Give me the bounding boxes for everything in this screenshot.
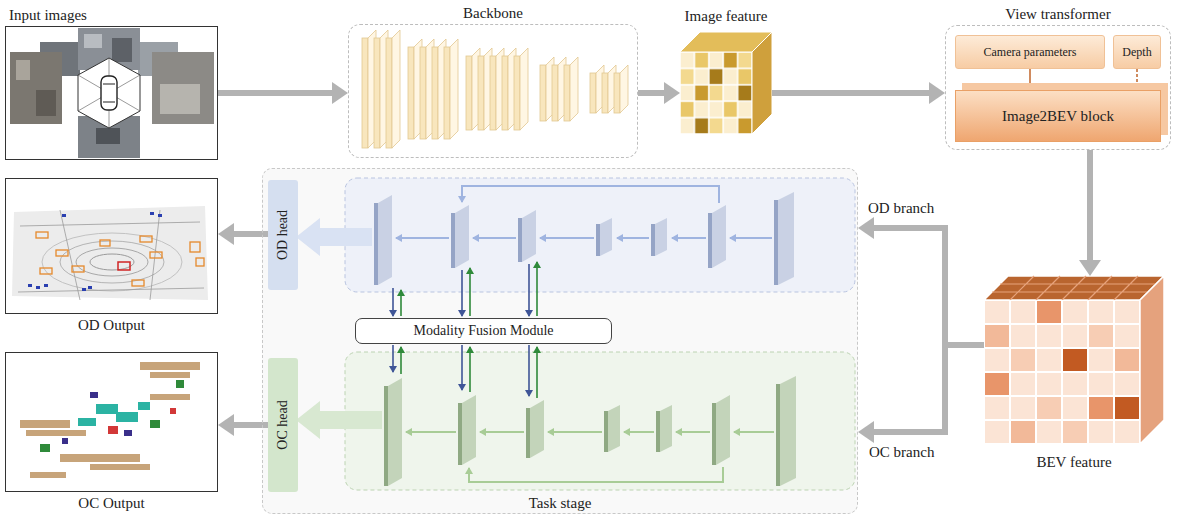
task-ground <box>262 168 858 514</box>
heading-holder: Backbone <box>269 4 717 22</box>
connector <box>1079 150 1101 276</box>
connector-line <box>873 345 984 432</box>
connector-line <box>1029 69 1031 84</box>
connector-line <box>772 90 930 96</box>
arrow-head <box>858 217 874 239</box>
node-label: OD head <box>274 210 292 260</box>
connector-line <box>1087 150 1093 261</box>
feature-map: BEV feature <box>984 276 1164 444</box>
connector <box>1026 69 1034 90</box>
stage-region: Task stage OD headModality Fusion ModuleO… <box>262 168 858 514</box>
feature-cube <box>680 32 772 134</box>
heading-label: Image feature <box>685 8 768 24</box>
bev-cube <box>984 276 1164 444</box>
heading-label: OD Output <box>78 317 145 333</box>
heading-label: BEV feature <box>1036 454 1111 470</box>
arrow-head <box>1026 83 1034 90</box>
connector <box>638 82 680 104</box>
od-branch-region <box>345 178 855 292</box>
heading-label: Input images <box>9 7 87 23</box>
heading-holder: Image feature <box>600 7 852 25</box>
node-label: Camera parameters <box>984 43 1077 61</box>
backbone-layers <box>362 30 628 148</box>
head-bar: OD head <box>268 180 298 290</box>
image-panel: Input images <box>5 26 218 160</box>
input-box: Depth <box>1113 35 1161 69</box>
arrow-head <box>1079 260 1101 276</box>
feature-map: Image feature <box>680 28 772 136</box>
connector-line <box>873 228 984 345</box>
arrow-head <box>218 223 234 245</box>
connector-line <box>1136 69 1138 84</box>
node-label: Image2BEV block <box>1002 107 1114 125</box>
detection-render <box>12 206 208 300</box>
connector-line <box>638 90 665 96</box>
connector-line <box>218 90 333 96</box>
edge-label: OC branch <box>869 444 934 460</box>
connector <box>858 345 984 443</box>
connector <box>218 223 268 245</box>
heading-holder: OD Output <box>0 316 297 334</box>
arrow-head <box>332 82 348 104</box>
oc-branch-region <box>345 352 855 490</box>
arrow-head <box>929 82 945 104</box>
node-label: OC head <box>274 400 292 449</box>
connector <box>1133 69 1141 90</box>
process-block: Image2BEV block <box>955 90 1161 142</box>
oc-decoder <box>296 376 796 486</box>
connector <box>858 217 984 345</box>
head-bar: OC head <box>268 358 298 492</box>
arrow-head <box>858 421 874 443</box>
edge-label-holder: OC branch <box>867 443 936 461</box>
edge-label: OD branch <box>868 200 934 216</box>
occupancy-render <box>20 362 200 478</box>
arrow-head <box>664 82 680 104</box>
connector <box>218 414 268 436</box>
arrow-head <box>1133 83 1141 90</box>
heading-holder: Input images <box>9 6 87 24</box>
output-panel: OD Output <box>5 178 218 314</box>
camera-photos <box>10 28 214 158</box>
heading-label: OC Output <box>78 495 144 511</box>
backbone-panel: Backbone <box>348 24 638 158</box>
heading-holder: OC Output <box>0 494 297 512</box>
fusion-box: Modality Fusion Module <box>355 318 612 344</box>
node-label: Modality Fusion Module <box>413 322 553 340</box>
heading-label: Backbone <box>463 5 523 21</box>
heading-holder: Task stage <box>263 494 857 512</box>
od-decoder <box>296 186 794 285</box>
heading-holder: View transformer <box>866 5 1178 23</box>
transformer-panel: View transformerCamera parametersDepthIm… <box>945 25 1171 150</box>
arrow-head <box>218 414 234 436</box>
edge-label-holder: OD branch <box>866 199 936 217</box>
input-box: Camera parameters <box>955 35 1105 69</box>
node-label: Depth <box>1122 43 1151 61</box>
heading-holder: BEV feature <box>904 453 1178 471</box>
heading-label: Task stage <box>529 495 592 511</box>
connector <box>218 82 348 104</box>
heading-label: View transformer <box>1005 6 1110 22</box>
output-panel: OC Output <box>5 352 218 492</box>
connector <box>772 82 945 104</box>
